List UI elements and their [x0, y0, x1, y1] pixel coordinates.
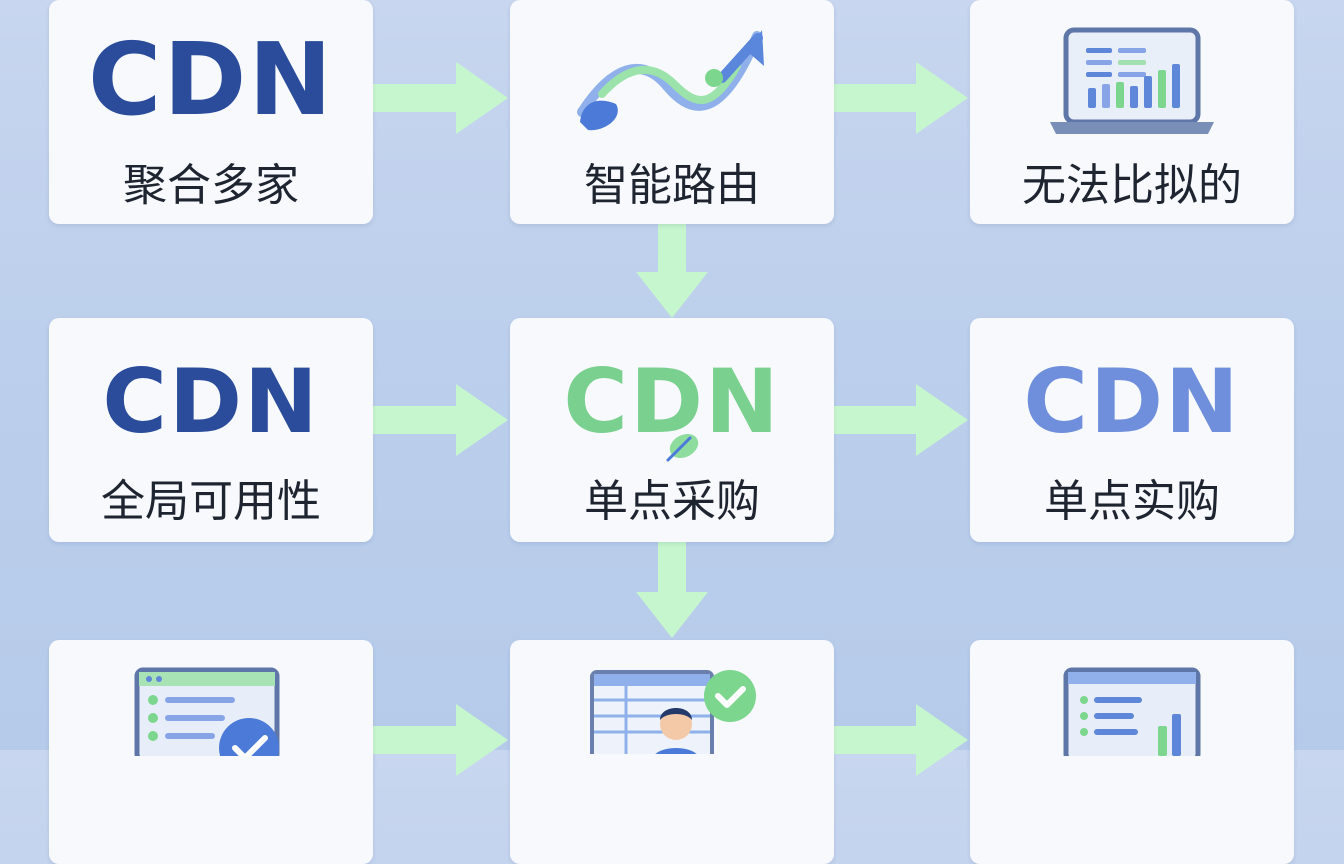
user-table-check-icon — [590, 670, 756, 754]
node-label: 单点实购 — [1044, 476, 1220, 527]
node-label: 单点采购 — [584, 476, 760, 527]
node-single-purchase: CDN 单点实购 — [970, 318, 1294, 542]
arrow-procurement-to-purchase — [832, 384, 968, 456]
arrow-routing-to-incomparable — [832, 62, 968, 134]
node-aggregate: CDN 聚合多家 — [49, 0, 373, 224]
node-single-procurement: CDN 单点采购 — [510, 318, 834, 542]
cdn-logo: CDN — [1023, 350, 1241, 453]
cdn-logo: CDN — [87, 21, 335, 138]
node-routing: 智能路由 — [510, 0, 834, 224]
node-bottom-middle — [510, 640, 834, 864]
node-bottom-right — [970, 640, 1294, 864]
node-label: 无法比拟的 — [1022, 160, 1242, 211]
arrow-routing-to-procurement — [636, 222, 708, 318]
report-window-icon — [1063, 667, 1201, 756]
node-label: 全局可用性 — [101, 476, 321, 527]
leaf-icon — [666, 434, 699, 462]
arrow-procurement-to-bottom-middle — [636, 542, 708, 638]
arrow-availability-to-procurement — [372, 384, 508, 456]
checklist-window-icon — [134, 667, 280, 756]
arrow-aggregate-to-routing — [372, 62, 508, 134]
node-label: 聚合多家 — [123, 160, 299, 211]
node-incomparable: 无法比拟的 — [970, 0, 1294, 224]
cdn-logo: CDN — [563, 350, 781, 453]
laptop-dashboard-icon — [1050, 27, 1214, 134]
arrow-bottom-middle-to-right — [832, 704, 968, 776]
arrow-bottom-left-to-middle — [372, 704, 508, 776]
node-bottom-left — [49, 640, 373, 864]
cdn-logo: CDN — [102, 350, 320, 453]
route-wave-arrow-icon — [577, 30, 764, 131]
node-label: 智能路由 — [584, 160, 760, 211]
flow-diagram: CDN 聚合多家 智能路由 — [49, 0, 1294, 776]
node-availability: CDN 全局可用性 — [49, 318, 373, 542]
